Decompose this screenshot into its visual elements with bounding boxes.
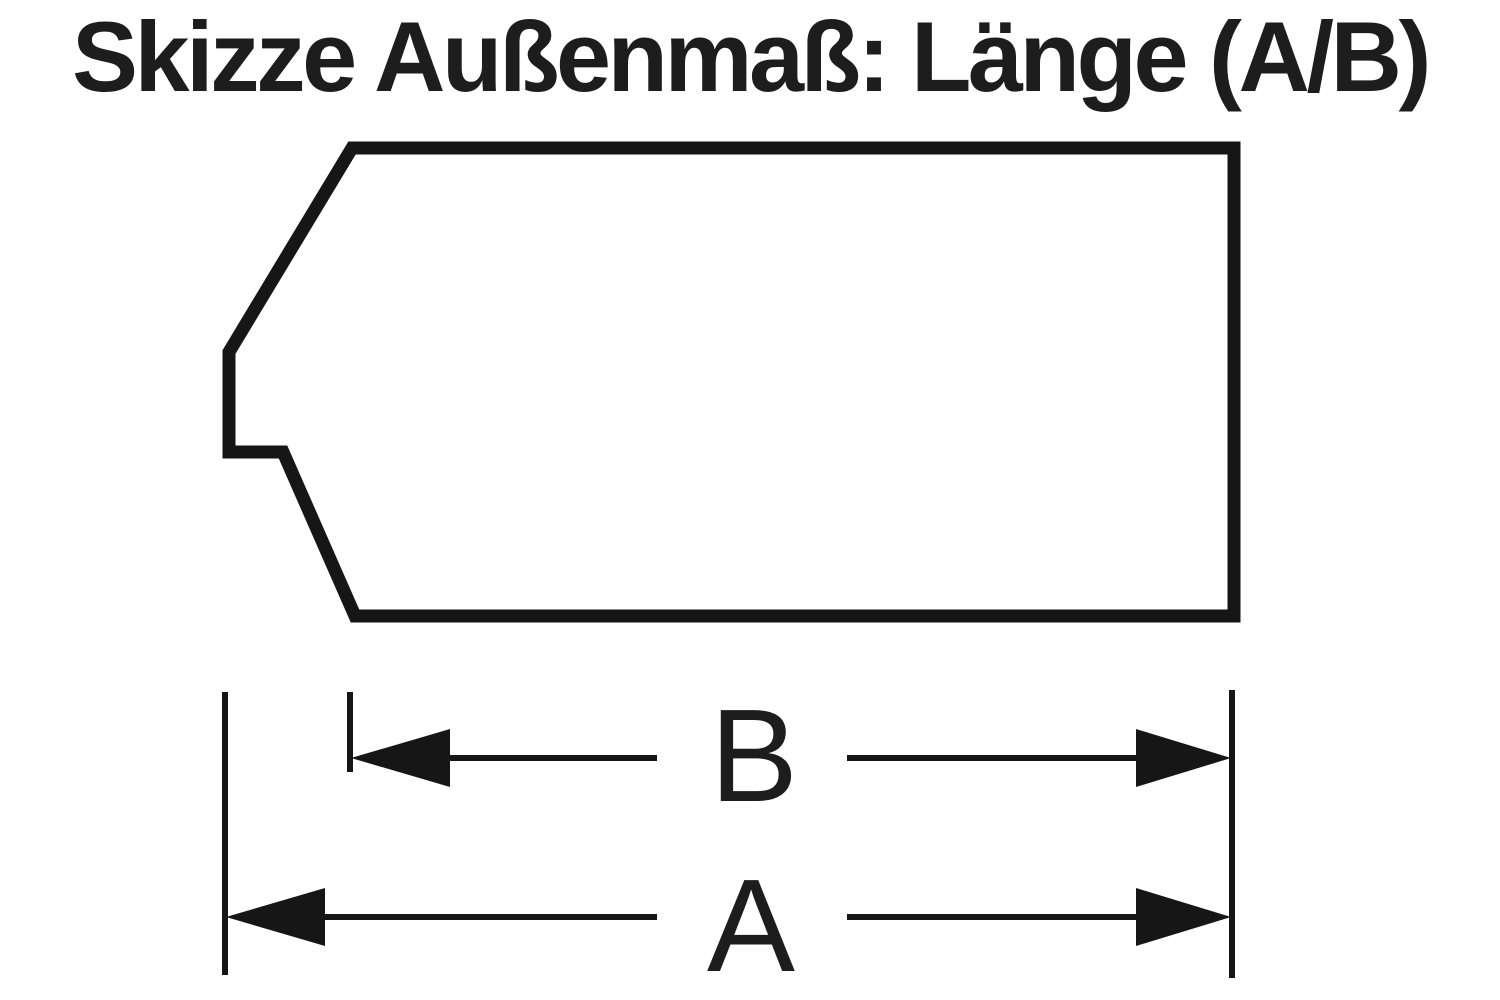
dimension-b: B: [351, 682, 1231, 829]
dimension-b-left-arrowhead-icon: [351, 729, 450, 787]
bin-profile-shape: [222, 141, 1241, 623]
dimension-a-left-arrowhead-icon: [226, 888, 325, 946]
dimension-a: A: [226, 852, 1231, 999]
dimension-a-right-arrowhead-icon: [1136, 888, 1231, 946]
dimension-b-right-arrowhead-icon: [1136, 729, 1231, 787]
page-title: Skizze Außenmaß: Länge (A/B): [72, 1, 1431, 112]
dimension-label-a: A: [707, 852, 795, 999]
dimension-label-b: B: [710, 682, 798, 829]
